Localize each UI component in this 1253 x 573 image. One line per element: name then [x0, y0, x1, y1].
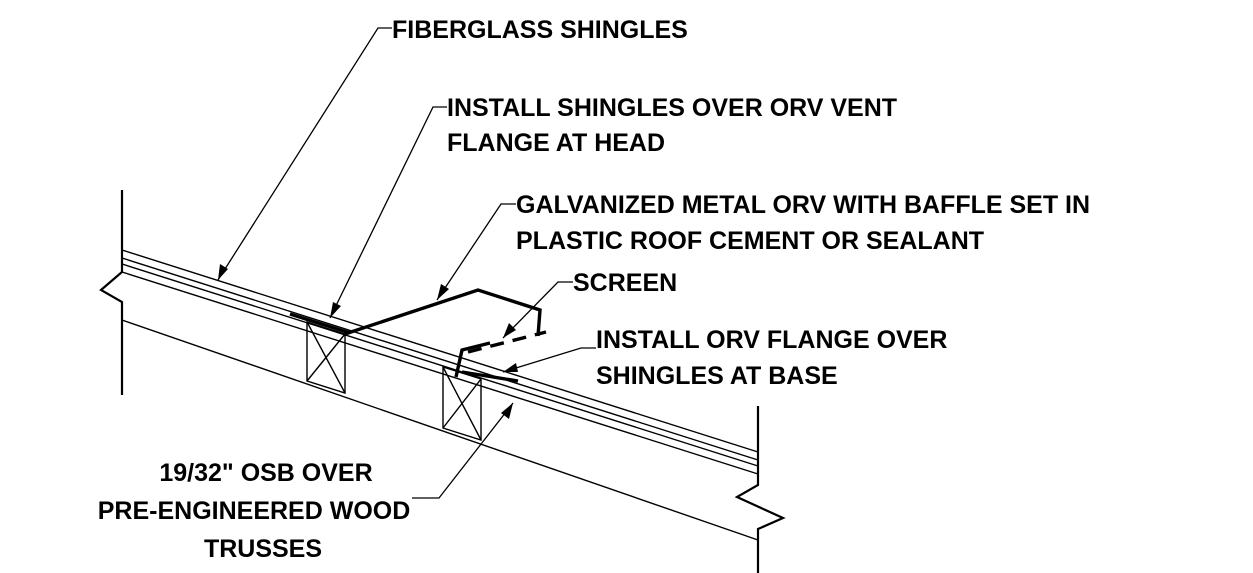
- label-galvanized-line1: GALVANIZED METAL ORV WITH BAFFLE SET IN: [516, 191, 1090, 219]
- left-blocking: [306, 321, 346, 394]
- label-install-shingles-line1: INSTALL SHINGLES OVER ORV VENT: [447, 94, 897, 122]
- leader-screen: [502, 281, 573, 339]
- label-screen: SCREEN: [573, 269, 677, 297]
- right-blocking: [442, 366, 482, 441]
- label-osb-line2: PRE-ENGINEERED WOOD: [98, 497, 411, 525]
- truss-bottom-edge: [121, 319, 759, 541]
- leader-install-shingles: [329, 106, 447, 319]
- label-install-flange-line2: SHINGLES AT BASE: [596, 362, 838, 390]
- label-galvanized-line2: PLASTIC ROOF CEMENT OR SEALANT: [516, 227, 984, 255]
- leader-galvanized-orv: [436, 203, 516, 301]
- leader-osb-trusses: [412, 402, 514, 499]
- orv-vent-body: [344, 288, 542, 383]
- leader-install-flange: [502, 347, 596, 373]
- label-osb-line3: TRUSSES: [204, 535, 322, 563]
- head-shingle-overlap: [289, 312, 351, 335]
- left-break-line: [99, 190, 124, 395]
- label-install-shingles-line2: FLANGE AT HEAD: [447, 129, 665, 157]
- right-break-line: [734, 406, 786, 573]
- label-osb-line1: 19/32" OSB OVER: [159, 459, 372, 487]
- leader-fiberglass-shingles: [217, 27, 392, 281]
- label-fiberglass-shingles: FIBERGLASS SHINGLES: [392, 16, 688, 44]
- label-install-flange-line1: INSTALL ORV FLANGE OVER: [596, 326, 947, 354]
- roof-shingle-layers: [121, 249, 759, 475]
- vent-screen: [467, 330, 547, 354]
